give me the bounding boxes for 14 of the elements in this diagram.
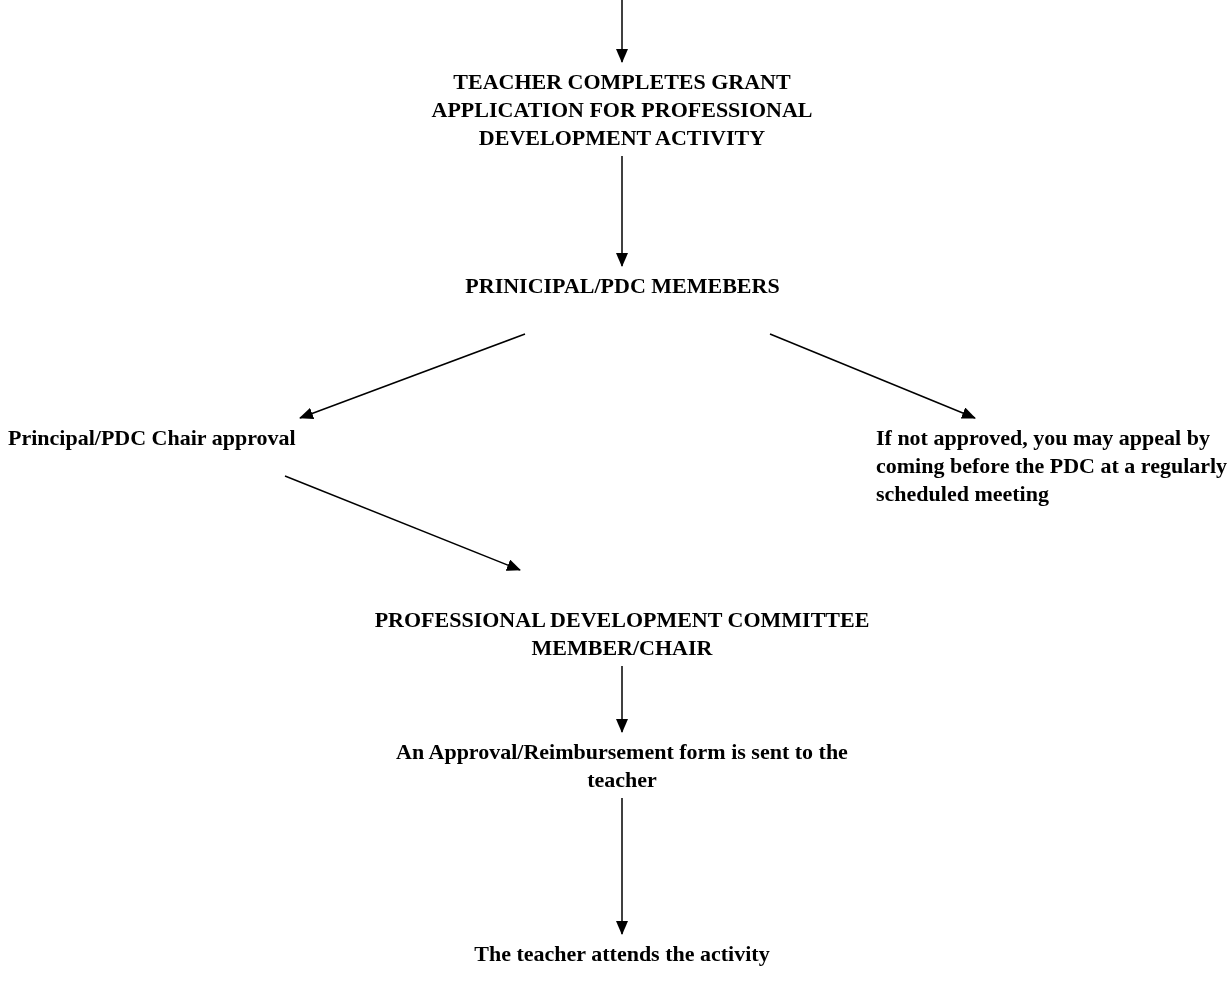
step-text: TEACHER COMPLETES GRANT APPLICATION FOR PROFESSIONAL DEVELOPMENT ACTIVITY	[412, 68, 832, 152]
step-text: An Approval/Reimbursement form is sent to the teacher	[392, 738, 852, 794]
step-text: If not approved, you may appeal by coming before the PDC at a regularly scheduled meeting	[876, 424, 1228, 508]
step-text: The teacher attends the activity	[372, 940, 872, 968]
step-text: Principal/PDC Chair approval	[8, 424, 458, 452]
arrow	[616, 797, 628, 935]
step-text: PRINICIPAL/PDC MEMEBERS	[390, 272, 855, 300]
arrow	[284, 475, 521, 571]
arrow	[299, 333, 526, 420]
step-text: PROFESSIONAL DEVELOPMENT COMMITTEE MEMBER/CHAIR	[332, 606, 912, 662]
arrow	[616, 155, 628, 267]
arrow	[616, 665, 628, 733]
arrow	[769, 333, 976, 419]
arrow	[616, 0, 628, 63]
